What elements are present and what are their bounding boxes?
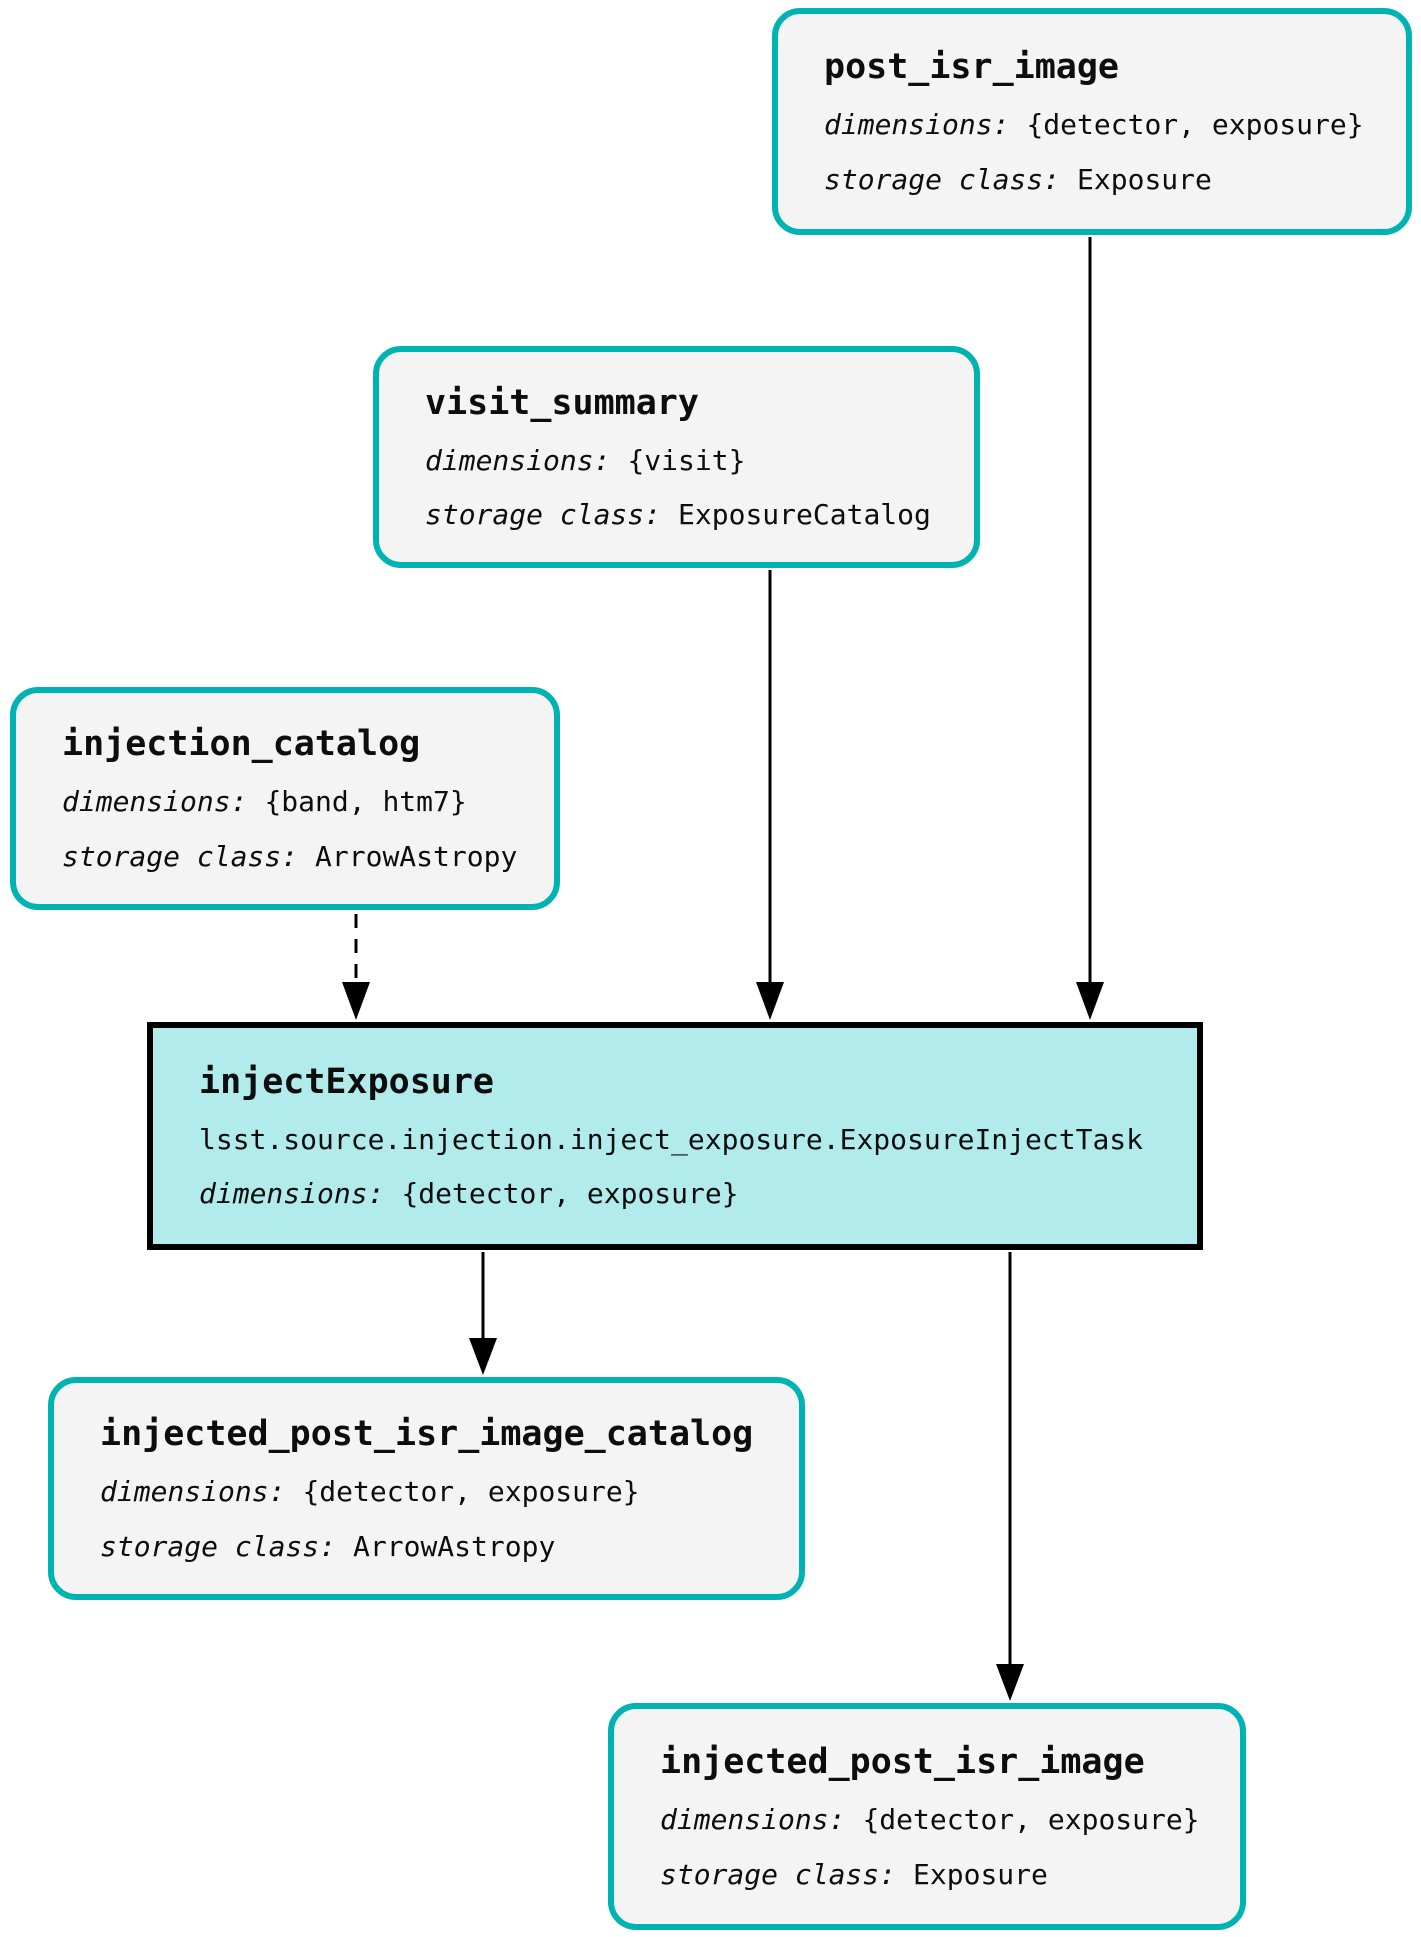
dimensions-value: {detector, exposure} — [1026, 108, 1364, 142]
node-visit-summary: visit_summary dimensions: {visit} storage… — [373, 346, 980, 568]
task-class-path: lsst.source.injection.inject_exposure.Ex… — [199, 1122, 1144, 1156]
storage-class-value: ExposureCatalog — [678, 498, 931, 532]
node-storage-class: storage class: ExposureCatalog — [425, 498, 931, 532]
storage-class-value: Exposure — [1077, 162, 1212, 196]
storage-class-label: storage class: — [425, 498, 662, 532]
storage-class-label: storage class: — [824, 162, 1061, 196]
arrowhead — [1076, 982, 1104, 1020]
node-dimensions: dimensions: {detector, exposure} — [660, 1803, 1200, 1837]
dimensions-value: {visit} — [627, 443, 746, 477]
node-dimensions: dimensions: {band, htm7} — [62, 786, 508, 818]
node-injected-post-isr-image-catalog: injected_post_isr_image_catalog dimensio… — [48, 1377, 805, 1600]
arrowhead — [756, 982, 784, 1020]
node-title: injected_post_isr_image — [660, 1742, 1145, 1783]
node-dimensions: dimensions: {detector, exposure} — [199, 1178, 1151, 1210]
arrowhead — [342, 982, 370, 1020]
edge-injectExposure-to-injected-post-isr-image-catalog — [469, 1252, 497, 1375]
edge-post-isr-image-to-injectExposure — [1076, 237, 1104, 1020]
dimensions-value: {detector, exposure} — [302, 1475, 640, 1509]
node-title: visit_summary — [425, 382, 699, 423]
edge-injectExposure-to-injected-post-isr-image — [996, 1252, 1024, 1701]
node-storage-class: storage class: ArrowAstropy — [62, 839, 517, 873]
node-title: injected_post_isr_image_catalog — [100, 1414, 754, 1455]
node-injectExposure-task: injectExposure lsst.source.injection.inj… — [147, 1022, 1203, 1250]
dimensions-label: dimensions: — [199, 1177, 385, 1211]
storage-class-value: Exposure — [913, 1857, 1048, 1891]
node-dimensions: dimensions: {detector, exposure} — [824, 108, 1364, 142]
arrowhead — [469, 1338, 497, 1375]
storage-class-label: storage class: — [62, 839, 299, 873]
storage-class-label: storage class: — [660, 1857, 897, 1891]
storage-class-value: ArrowAstropy — [353, 1529, 556, 1563]
storage-class-value: ArrowAstropy — [315, 839, 518, 873]
dimensions-label: dimensions: — [425, 443, 611, 477]
node-injected-post-isr-image: injected_post_isr_image dimensions: {dete… — [608, 1703, 1246, 1930]
node-storage-class: storage class: ArrowAstropy — [100, 1529, 753, 1563]
node-post-isr-image: post_isr_image dimensions: {detector, exp… — [772, 8, 1412, 235]
edge-visit-summary-to-injectExposure — [756, 570, 784, 1020]
node-injection-catalog: injection_catalog dimensions: {band, htm7… — [10, 687, 560, 910]
dimensions-label: dimensions: — [660, 1803, 846, 1837]
node-storage-class: storage class: Exposure — [660, 1857, 1194, 1891]
node-dimensions: dimensions: {detector, exposure} — [100, 1476, 753, 1508]
dimensions-label: dimensions: — [62, 785, 248, 819]
node-storage-class: storage class: Exposure — [824, 162, 1360, 196]
arrowhead — [996, 1664, 1024, 1701]
node-title: post_isr_image — [824, 47, 1120, 88]
storage-class-label: storage class: — [100, 1529, 337, 1563]
node-title: injectExposure — [199, 1061, 495, 1102]
dimensions-value: {detector, exposure} — [401, 1177, 739, 1211]
dimensions-label: dimensions: — [824, 108, 1010, 142]
node-title: injection_catalog — [62, 724, 421, 765]
dimensions-value: {band, htm7} — [264, 785, 467, 819]
edge-injection-catalog-to-injectExposure — [342, 914, 370, 1020]
node-dimensions: dimensions: {visit} — [425, 443, 928, 477]
dimensions-label: dimensions: — [100, 1475, 286, 1509]
dimensions-value: {detector, exposure} — [862, 1803, 1200, 1837]
